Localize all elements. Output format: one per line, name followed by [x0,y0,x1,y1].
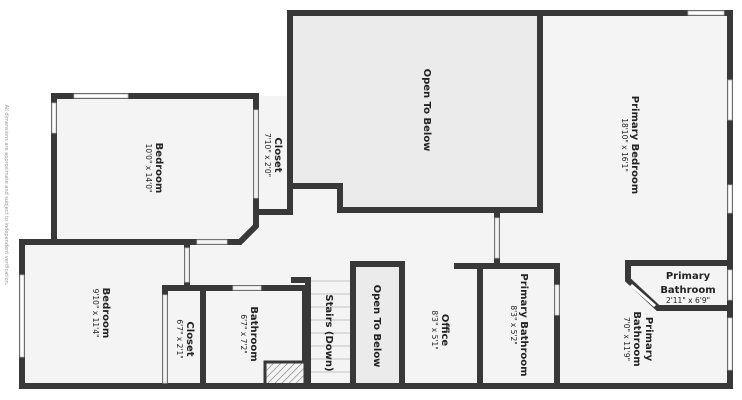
room-name: Bedroom [153,143,164,194]
floor-areas [22,13,730,386]
room-name: Bathroom [248,306,259,361]
room-dimensions: 8'3" x 5'2" [509,305,518,344]
stairs [308,280,353,373]
room-dimensions: 2'11" x 6'9" [666,296,710,305]
label-primary-bathroom-b: Primary Bathroom 7'0" x 11'9" [622,311,654,366]
room-name: Primary Bedroom [629,96,640,194]
label-open-to-below-lower: Open To Below [371,285,382,368]
label-bedroom-upper: Bedroom 10'0" x 14'0" [144,143,164,194]
label-office: Office 8'3" x 5'1" [430,310,450,349]
label-open-to-below-upper: Open To Below [421,69,432,152]
walls [19,10,733,389]
label-stairs: Stairs (Down) [323,294,334,371]
room-name: Closet [184,321,195,356]
room-name: Primary [643,317,654,362]
room-name: Office [439,314,450,347]
room-dimensions: 8'3" x 5'1" [430,310,439,349]
room-name: Stairs (Down) [323,294,334,371]
room-name: Open To Below [371,285,382,368]
label-bedroom-lower: Bedroom 9'10" x 11'4" [91,288,111,339]
room-name: Bedroom [100,288,111,339]
room-dimensions: 9'10" x 11'4" [91,289,100,338]
room-dimensions: 6'7" x 2'1" [175,319,184,358]
hatched-shaft [263,360,307,388]
open-to-below-upper-area [290,13,540,210]
disclaimer-text: All dimensions are approximate and subje… [3,105,9,286]
room-name: Bathroom [631,311,642,366]
room-dimensions: 18'10" x 16'1" [620,118,629,172]
room-dimensions: 7'0" x 11'9" [622,317,631,361]
room-name: Closet [272,137,283,172]
room-dimensions: 7'10" x 2'0" [263,133,272,177]
label-primary-bedroom: Primary Bedroom 18'10" x 16'1" [620,96,640,194]
room-name: Primary [666,271,711,282]
room-dimensions: 6'7" x 7'2" [239,314,248,353]
label-primary-bathroom-c: Primary Bathroom 2'11" x 6'9" [660,271,715,305]
windows [19,10,733,371]
label-bathroom: Bathroom 6'7" x 7'2" [239,306,259,361]
room-name: Open To Below [421,69,432,152]
label-closet-lower: Closet 6'7" x 2'1" [175,319,195,358]
label-closet-upper: Closet 7'10" x 2'0" [263,133,283,177]
room-name: Bathroom [660,285,715,296]
label-primary-bathroom-a: Primary Bathroom 8'3" x 5'2" [509,273,529,376]
room-dimensions: 10'0" x 14'0" [144,144,153,193]
open-to-below-lower-area [353,264,402,386]
room-name: Primary Bathroom [518,273,529,376]
door-openings [162,109,656,384]
